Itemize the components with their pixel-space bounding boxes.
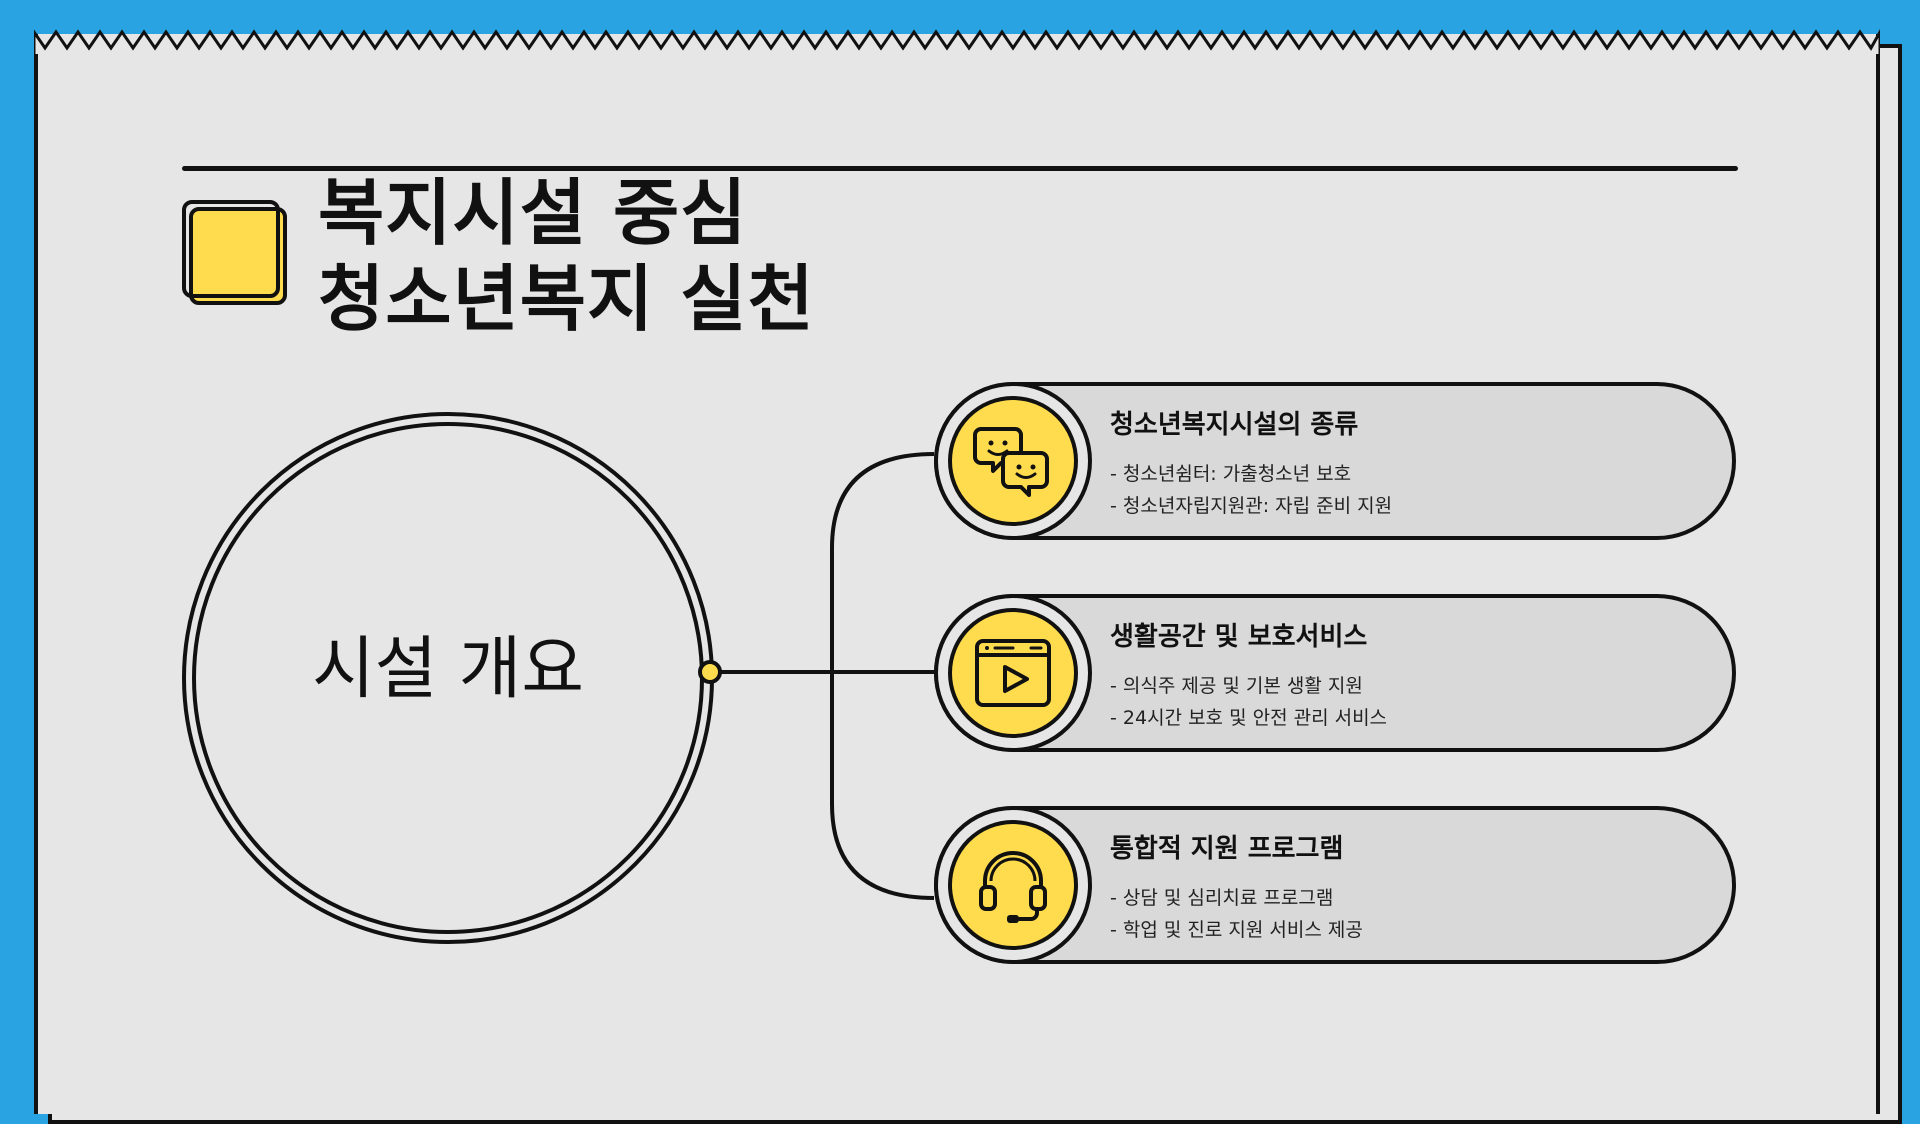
headset-icon — [948, 820, 1078, 950]
list-item: - 24시간 보호 및 안전 관리 서비스 — [1110, 707, 1388, 729]
card-title: 생활공간 및 보호서비스 — [1110, 622, 1368, 652]
card-living-space: 생활공간 및 보호서비스 - 의식주 제공 및 기본 생활 지원 - 24시간 … — [934, 594, 1736, 752]
top-rule — [182, 166, 1738, 171]
icon-ring — [934, 594, 1092, 752]
chat-bubbles-icon — [948, 396, 1078, 526]
stacked-squares-icon — [182, 200, 287, 305]
page-title: 복지시설 중심 청소년복지 실천 — [318, 170, 815, 342]
icon-ring — [934, 806, 1092, 964]
card-integrated-support: 통합적 지원 프로그램 - 상담 및 심리치료 프로그램 - 학업 및 진로 지… — [934, 806, 1736, 964]
card-title: 청소년복지시설의 종류 — [1110, 410, 1359, 440]
card-facility-types: 청소년복지시설의 종류 - 청소년쉼터: 가출청소년 보호 - 청소년자립지원관… — [934, 382, 1736, 540]
title-line-2: 청소년복지 실천 — [318, 257, 815, 341]
icon-ring — [934, 382, 1092, 540]
list-item: - 청소년자립지원관: 자립 준비 지원 — [1110, 495, 1393, 517]
card-title: 통합적 지원 프로그램 — [1110, 834, 1344, 864]
list-item: - 학업 및 진로 지원 서비스 제공 — [1110, 919, 1363, 941]
video-player-icon — [948, 608, 1078, 738]
title-line-1: 복지시설 중심 — [318, 171, 748, 255]
card-list: - 상담 및 심리치료 프로그램 - 학업 및 진로 지원 서비스 제공 — [1110, 882, 1363, 946]
zigzag-edge — [34, 28, 1880, 54]
list-item: - 청소년쉼터: 가출청소년 보호 — [1110, 463, 1352, 485]
list-item: - 의식주 제공 및 기본 생활 지원 — [1110, 675, 1363, 697]
overview-label: 시설 개요 — [312, 630, 584, 709]
card-list: - 의식주 제공 및 기본 생활 지원 - 24시간 보호 및 안전 관리 서비… — [1110, 670, 1387, 734]
card-list: - 청소년쉼터: 가출청소년 보호 - 청소년자립지원관: 자립 준비 지원 — [1110, 458, 1392, 522]
list-item: - 상담 및 심리치료 프로그램 — [1110, 887, 1334, 909]
